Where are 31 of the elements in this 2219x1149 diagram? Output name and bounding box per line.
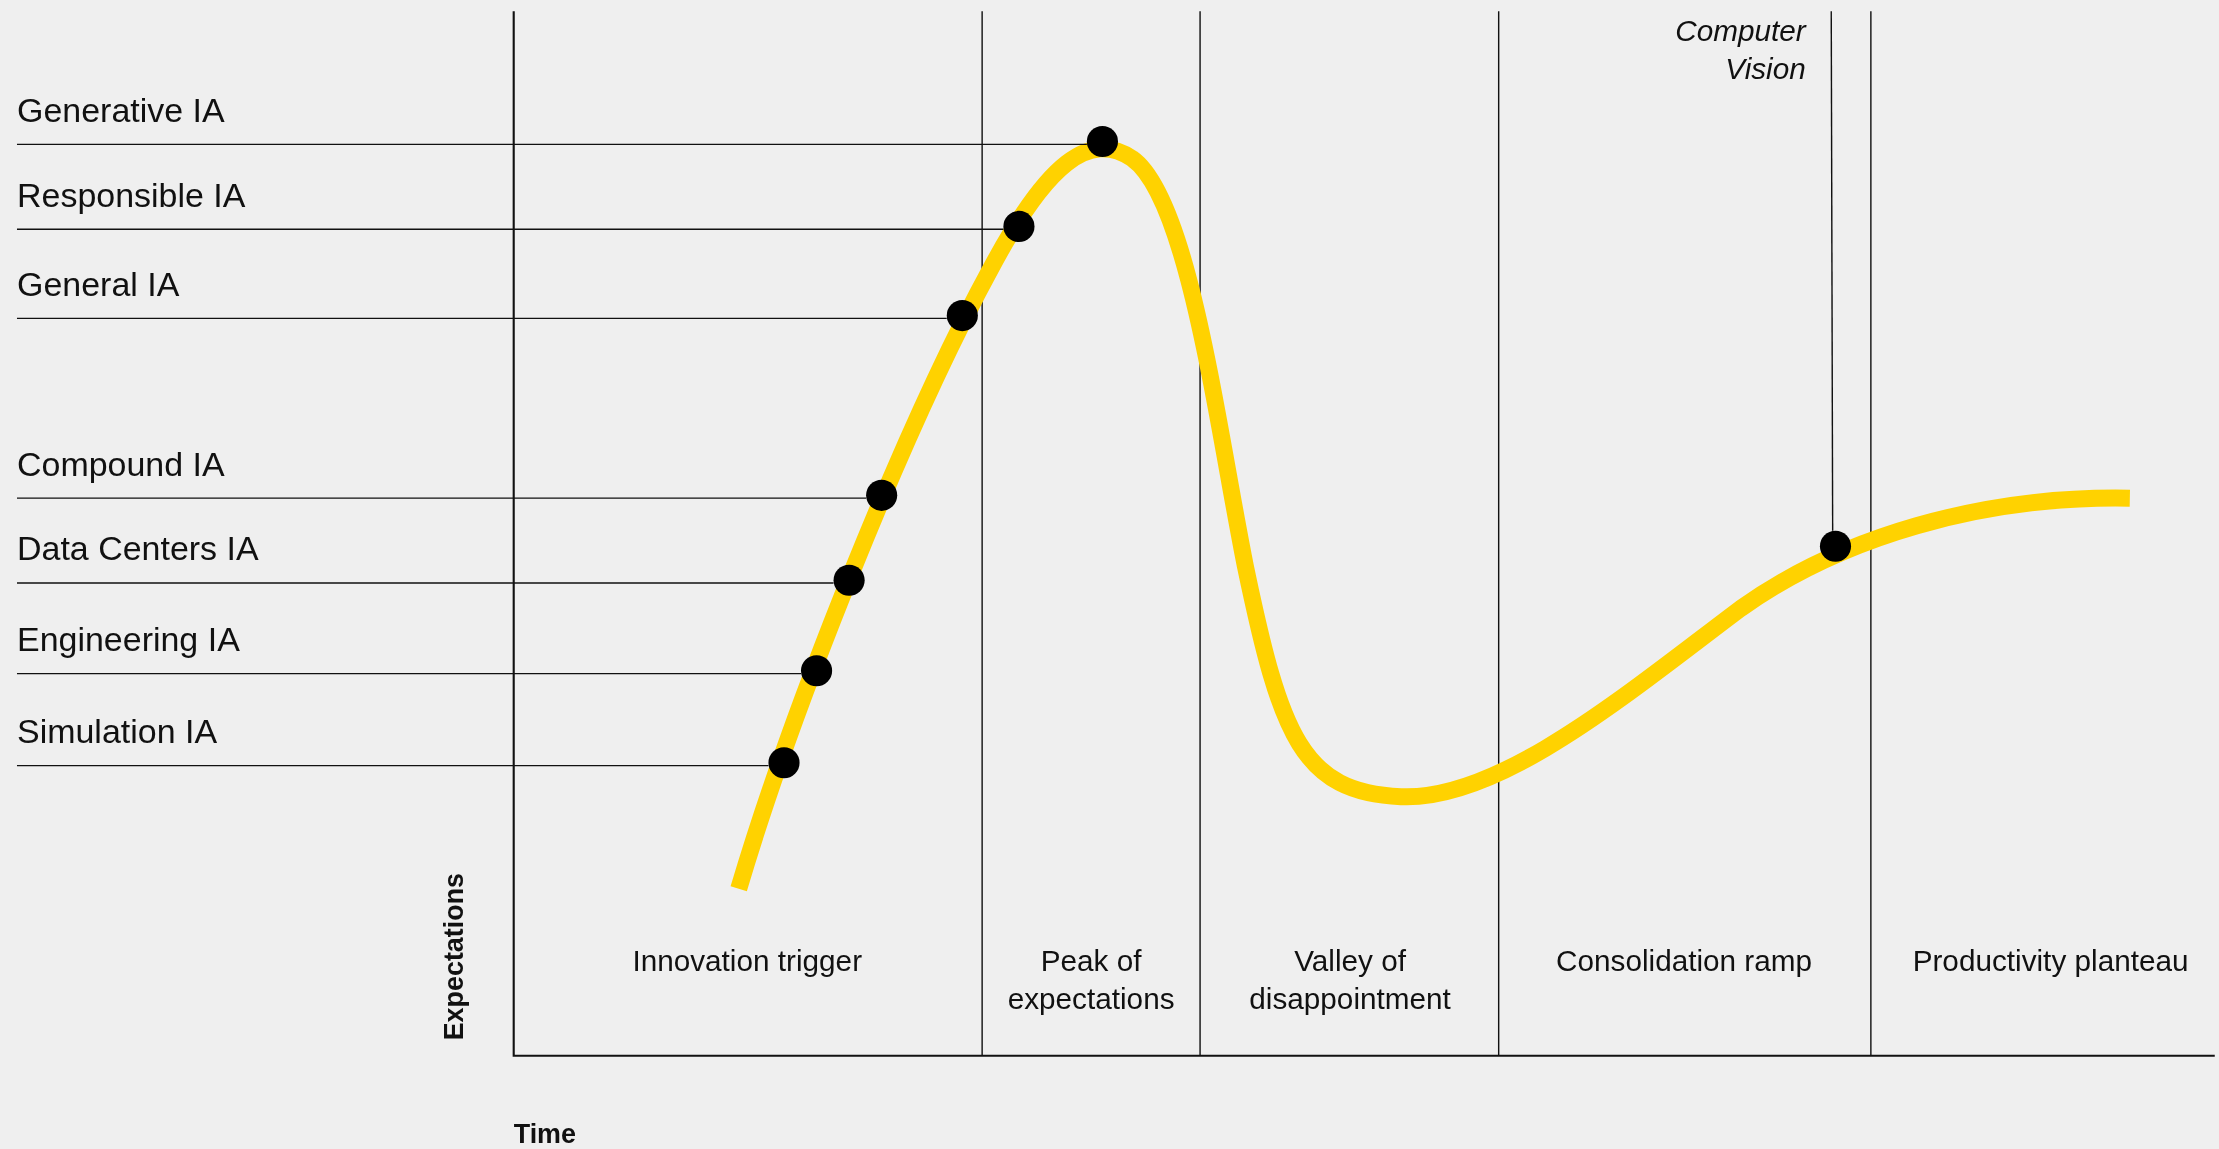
leader-line	[16, 672, 802, 675]
phase-label: Consolidation ramp	[1555, 942, 1814, 979]
technology-label: Compound IA	[17, 444, 225, 499]
marker-dot	[946, 300, 978, 332]
technology-label: Computer Vision	[1627, 11, 1832, 88]
leader-line	[16, 317, 948, 320]
marker-dot	[833, 564, 865, 596]
leader-line	[16, 228, 1005, 230]
axis-title: Time	[513, 1118, 576, 1149]
technology-label: Data Centers IA	[17, 529, 259, 584]
axis-title: Expectations	[437, 873, 470, 1041]
technology-label: Engineering IA	[17, 619, 240, 674]
leader-line	[1830, 10, 1834, 532]
leader-line	[16, 582, 835, 584]
marker-dot	[1086, 125, 1118, 158]
marker-dot	[768, 747, 800, 779]
phase-label: Peak of expectations	[1006, 942, 1176, 1017]
technology-label: General IA	[17, 264, 180, 319]
marker-dot	[1003, 210, 1035, 242]
marker-dot	[866, 479, 898, 511]
technology-label: Simulation IA	[17, 711, 218, 766]
technology-label: Generative IA	[17, 90, 225, 145]
phase-label: Innovation trigger	[631, 942, 864, 979]
technology-label: Responsible IA	[17, 175, 246, 230]
phase-label: Valley of disappointment	[1248, 942, 1452, 1017]
leader-line	[16, 497, 867, 499]
marker-dot	[1819, 530, 1852, 562]
leader-line	[16, 764, 770, 767]
phase-label: Productivity planteau	[1911, 942, 2190, 979]
leader-line	[16, 143, 1088, 146]
marker-dot	[801, 655, 833, 687]
